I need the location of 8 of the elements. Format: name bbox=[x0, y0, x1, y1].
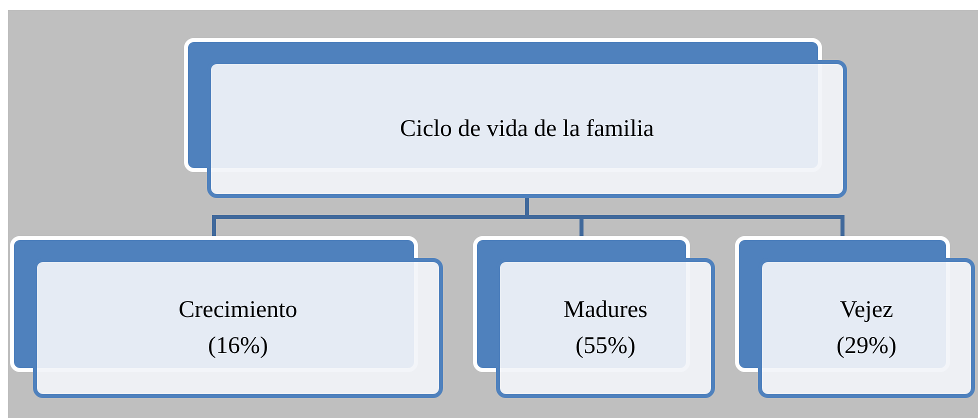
box-title: Vejez bbox=[840, 296, 894, 325]
box-title: Ciclo de vida de la familia bbox=[400, 115, 654, 144]
box-title: Crecimiento bbox=[178, 296, 298, 325]
box-title: Madures bbox=[564, 296, 648, 325]
percentage-text: (29%) bbox=[836, 332, 896, 361]
percentage-text: (55%) bbox=[576, 332, 636, 361]
percentage-text: (16%) bbox=[208, 332, 268, 361]
connector-line bbox=[525, 198, 844, 236]
